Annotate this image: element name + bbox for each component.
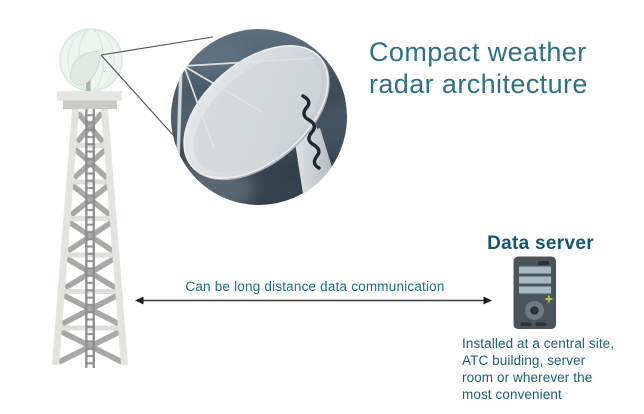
small-dish-antenna-icon [69,51,101,91]
server-description-line3: room or wherever the [462,370,593,385]
server-description-line1: Installed at a central site, [462,336,615,351]
server-description-line2: ATC building, server [462,353,586,368]
server-tower-icon [513,256,556,329]
radome-sphere-icon [59,28,123,92]
tower-ladder [85,109,95,368]
server-accent-plus [545,295,553,303]
coiled-cable [301,94,321,170]
magnifier-callout-lines [100,36,214,136]
page-title-line2: radar architecture [369,69,588,99]
tower-platform [57,91,122,109]
data-server-label: Data server [487,233,594,254]
double-arrow-icon [135,296,492,305]
link-caption: Can be long distance data communication [185,279,445,294]
server-description-line4: most convenient [462,387,562,402]
server-description: Installed at a central site, ATC buildin… [462,335,640,403]
tower-leg-right [101,109,128,365]
lattice-radar-tower-icon [52,91,128,368]
tower-leg-left [52,109,79,365]
page-title-line1: Compact weather [369,37,587,67]
radar-dish-photo-inset [171,29,347,205]
page-title: Compact weather radar architecture [369,36,631,100]
radar-dish [183,45,330,181]
